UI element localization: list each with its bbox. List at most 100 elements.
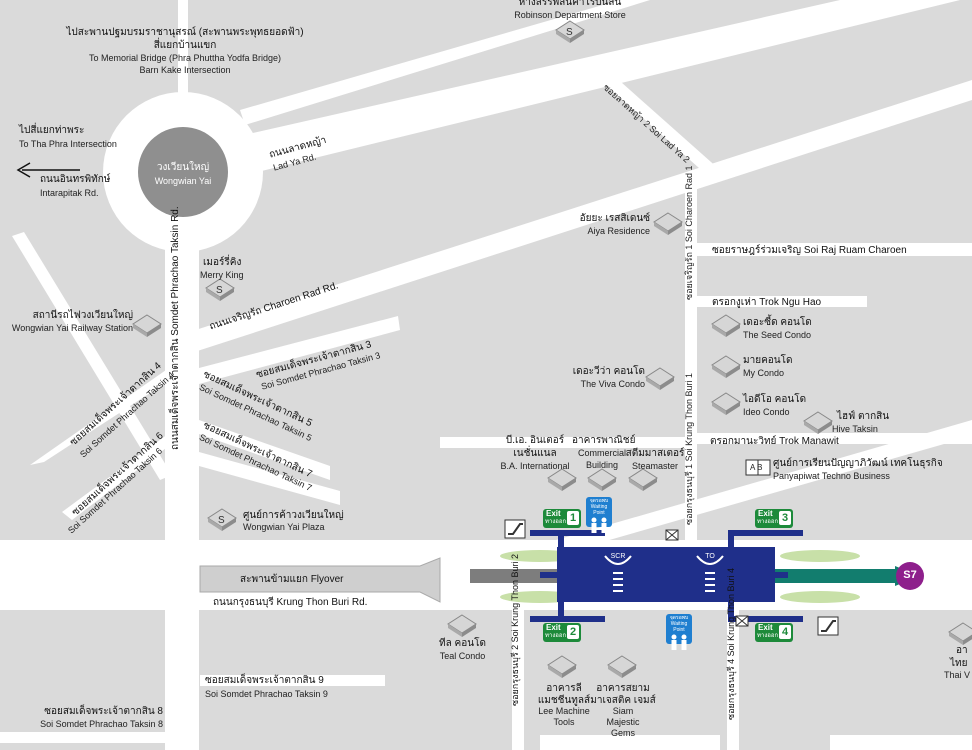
waiting-point-label: จุดรอพบ Waiting Point xyxy=(669,615,689,633)
building-icon xyxy=(132,314,162,338)
building-icon xyxy=(948,622,972,646)
panyapiwat-label-en: Panyapiwat Techno Business xyxy=(773,471,890,481)
ba-international-label-en: B.A. International xyxy=(500,461,570,471)
svg-text:S: S xyxy=(218,515,225,526)
arrow-left-icon xyxy=(16,162,80,178)
steamaster-label-th: สตีมมาสเตอร์ xyxy=(625,448,685,459)
hive-taksin-label-en: Hive Taksin xyxy=(832,424,878,434)
building-icon xyxy=(547,655,577,679)
steamaster-label-en: Steamaster xyxy=(631,461,679,471)
thai-v-label-th1: อา xyxy=(956,645,968,656)
building-icon xyxy=(587,468,617,492)
siam-majestic-gems-label-th2: มาเจสติค เจมส์ xyxy=(590,695,656,706)
building-icon xyxy=(653,212,683,236)
my-condo-label-th: มายคอนโด xyxy=(743,355,793,366)
merry-king-label-th: เมอร์รี่คิง xyxy=(203,257,242,268)
commercial-building-label-th: อาคารพาณิชย์ xyxy=(572,435,636,446)
raj-ruam-charoen-label: ซอยราษฎร์ร่วมเจริญ Soi Raj Ruam Charoen xyxy=(712,245,907,256)
platform-to-label: TO xyxy=(705,553,715,560)
exit-label: Exit xyxy=(546,509,561,518)
building-icon xyxy=(447,614,477,638)
soi-krung-thon-buri-4-label: ซอยกรุงธนบุรี 4 Soi Krung Thon Buri 4 xyxy=(726,567,736,720)
aiya-residence-label-en: Aiya Residence xyxy=(587,226,650,236)
building-icon xyxy=(607,655,637,679)
panyapiwat-label-th: ศูนย์การเรียนปัญญาภิวัฒน์ เทคโนธุรกิจ xyxy=(773,458,943,469)
wongwian-yai-plaza-label-en: Wongwian Yai Plaza xyxy=(243,522,325,532)
siam-majestic-gems-label-th1: อาคารสยาม xyxy=(596,683,650,694)
viva-condo-label-en: The Viva Condo xyxy=(580,379,645,389)
school-icon xyxy=(745,459,771,476)
tha-phra-label-th: ไปสี่แยกท่าพระ xyxy=(19,125,85,136)
ideo-condo-label-th: ไอดีโอ คอนโด xyxy=(743,394,807,405)
tha-phra-label-en: To Tha Phra Intersection xyxy=(19,139,117,149)
hive-taksin-label-th: ไฮฟ์ ตากสิน xyxy=(837,411,890,422)
krung-thon-buri-road-label: ถนนกรุงธนบุรี Krung Thon Buri Rd. xyxy=(213,597,368,608)
soi-taksin-9-label-th: ซอยสมเด็จพระเจ้าตากสิน 9 xyxy=(205,675,324,686)
railway-station-label-th: สถานีรถไฟวงเวียนใหญ่ xyxy=(32,310,133,321)
trok-ngu-hao-label: ตรอกงูเห่า Trok Ngu Hao xyxy=(712,297,822,308)
exit-label: Exit xyxy=(758,509,773,518)
seed-condo-label-th: เดอะซี้ด คอนโด xyxy=(743,317,812,328)
platform-scr-label: SCR xyxy=(610,553,626,560)
exit-label: Exit xyxy=(546,623,561,632)
wongwian-yai-circle xyxy=(138,127,228,217)
exit-number: 4 xyxy=(779,625,791,639)
escalator-icon xyxy=(504,519,526,539)
my-condo-label-en: My Condo xyxy=(743,368,785,378)
trok-manawit-label: ตรอกมานะวิทย์ Trok Manawit xyxy=(710,436,839,447)
exit-number: 3 xyxy=(779,511,791,525)
shopping-icon: S xyxy=(205,278,235,302)
station-code-badge xyxy=(896,562,924,590)
ab-label: A B xyxy=(750,463,763,472)
shopping-icon: S xyxy=(207,508,237,532)
exit-3-sign[interactable]: Exit ทางออก 3 xyxy=(755,509,793,528)
building-icon xyxy=(628,468,658,492)
platform-lens-right xyxy=(780,550,860,562)
people-icon xyxy=(671,634,687,650)
bts-line-right xyxy=(775,569,900,583)
viva-condo-label-th: เดอะวีว่า คอนโด xyxy=(572,366,645,377)
memorial-bridge-label-en: To Memorial Bridge (Phra Phuttha Yodfa B… xyxy=(88,53,282,63)
building-icon xyxy=(645,367,675,391)
building-icon xyxy=(711,355,741,379)
barn-kake-label-th: สี่แยกบ้านแขก xyxy=(153,40,217,51)
exit-number: 1 xyxy=(567,511,579,525)
exit-1-sign[interactable]: Exit ทางออก 1 xyxy=(543,509,581,528)
lee-machine-tools-label-th1: อาคารลี xyxy=(546,683,582,694)
commercial-building-label-en2: Building xyxy=(585,460,619,470)
thai-v-label-th2: ไทย xyxy=(950,658,968,669)
soi-taksin-8-label-th: ซอยสมเด็จพระเจ้าตากสิน 8 xyxy=(44,706,163,717)
exit-thai-label: ทางออก xyxy=(545,519,567,525)
waiting-point-label: จุดรอพบ Waiting Point xyxy=(589,498,609,516)
ideo-condo-label-en: Ideo Condo xyxy=(743,407,790,417)
aiya-residence-label-th: อัยยะ เรสสิเดนซ์ xyxy=(579,213,650,224)
thai-v-label-en: Thai V xyxy=(944,670,971,680)
building-icon xyxy=(803,411,833,435)
exit-number: 2 xyxy=(567,625,579,639)
building-icon xyxy=(711,392,741,416)
soi-krung-thon-buri-2-label: ซอยกรุงธนบุรี 2 Soi Krung Thon Buri 2 xyxy=(510,553,520,706)
escalator-icon xyxy=(817,616,839,636)
soi-charoen-rad-1-label: ซอยเจริญรัถ 1 Soi Charoen Rad 1 xyxy=(684,165,694,300)
exit-thai-label: ทางออก xyxy=(757,519,779,525)
platform-lens-right-bottom xyxy=(780,591,860,603)
bts-line-left xyxy=(470,569,560,583)
wongwian-yai-label-th: วงเวียนใหญ่ xyxy=(156,162,210,173)
siam-majestic-gems-label-en3: Gems xyxy=(610,728,635,738)
exit-2-sign[interactable]: Exit ทางออก 2 xyxy=(543,623,581,642)
memorial-bridge-label-th: ไปสะพานปฐมบรมราชานุสรณ์ (สะพานพระพุทธยอด… xyxy=(66,27,304,38)
intarapitak-label-en: Intarapitak Rd. xyxy=(40,188,99,198)
building-icon xyxy=(547,468,577,492)
shopping-icon: S xyxy=(555,20,585,44)
svg-text:S: S xyxy=(216,285,223,296)
exit-label: Exit xyxy=(758,623,773,632)
waiting-point-icon: จุดรอพบ Waiting Point xyxy=(586,497,612,533)
elevator-icon xyxy=(665,529,679,541)
merry-king-label-en: Merry King xyxy=(200,270,244,280)
soi-taksin-9-label-en: Soi Somdet Phrachao Taksin 9 xyxy=(205,689,328,699)
people-icon xyxy=(591,517,607,533)
teal-condo-label-th: ทีล คอนโด xyxy=(439,638,486,649)
exit-4-sign[interactable]: Exit ทางออก 4 xyxy=(755,623,793,642)
wongwian-yai-plaza-label-th: ศูนย์การค้าวงเวียนใหญ่ xyxy=(243,510,344,521)
